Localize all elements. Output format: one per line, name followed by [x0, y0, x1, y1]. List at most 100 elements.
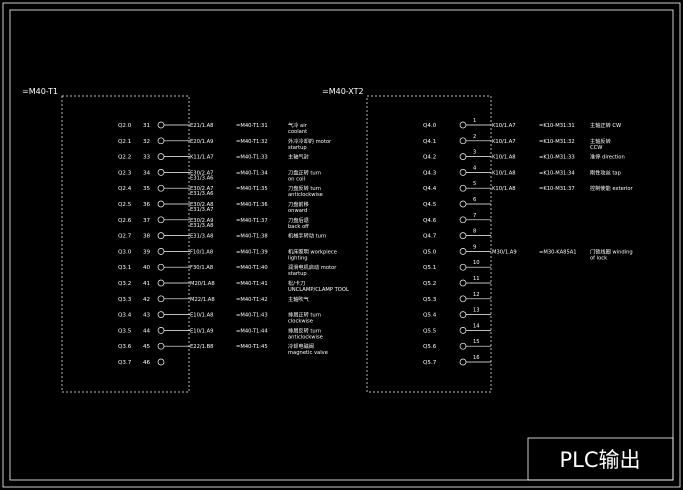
terminal-pin: 3: [473, 150, 476, 156]
terminal-tag: =M40-T1:38: [236, 234, 268, 240]
terminal-circle: [459, 216, 467, 224]
function-description: onward: [288, 208, 307, 214]
cross-reference: F10/1.A8: [190, 249, 213, 255]
cross-reference: E31/3.A8: [190, 234, 213, 240]
terminal-circle: [459, 200, 467, 208]
terminal-pin: 11: [473, 276, 480, 282]
terminal-tag: =K10-M31:32: [539, 139, 575, 145]
output-address: Q3.3: [118, 297, 132, 303]
terminal-pin: 39: [143, 249, 151, 255]
output-address: Q5.5: [423, 328, 437, 334]
right-module-title: =M40-XT2: [322, 87, 364, 96]
cross-reference: K10/1.A8: [492, 186, 516, 192]
function-description: 主轴吹气: [288, 295, 309, 303]
terminal-circle: [459, 121, 467, 129]
output-address: Q2.1: [118, 139, 132, 145]
cross-reference: K10/1.A8: [492, 155, 516, 161]
output-address: Q5.2: [423, 281, 436, 287]
terminal-pin: 31: [143, 123, 151, 129]
terminal-circle: [459, 248, 467, 255]
output-address: Q3.0: [118, 249, 132, 255]
terminal-circle: [459, 232, 467, 239]
output-address: Q3.6: [118, 344, 132, 350]
terminal-circle: [459, 295, 467, 303]
terminal-circle: [459, 184, 467, 192]
cross-reference: F30/1.A8: [190, 265, 213, 271]
terminal-tag: =M40-T1:33: [236, 155, 268, 161]
terminal-tag: =M40-T1:35: [236, 186, 268, 192]
terminal-tag: =M40-T1:32: [236, 139, 268, 145]
cross-reference: E30/2.A7: [190, 186, 213, 192]
cross-reference: E21/1.A8: [190, 123, 213, 129]
function-description: magnetic valve: [288, 350, 328, 356]
terminal-tag: =M40-T1:36: [236, 202, 268, 208]
output-address: Q2.2: [118, 155, 131, 161]
terminal-tag: =K10-M31:37: [539, 186, 575, 192]
terminal-tag: =K10-M31:34: [539, 170, 575, 176]
function-description: 刀盘反转 turn: [288, 184, 321, 192]
cross-reference: K10/1.A8: [492, 170, 516, 176]
right-output-row: Q5.514: [423, 323, 491, 334]
terminal-circle: [157, 169, 165, 176]
output-address: Q4.4: [423, 186, 437, 192]
terminal-pin: 32: [143, 139, 150, 145]
output-address: Q4.1: [423, 139, 437, 145]
output-address: Q3.4: [118, 313, 132, 319]
function-description: 松/卡刀: [288, 279, 305, 287]
output-address: Q3.5: [118, 328, 132, 334]
terminal-circle: [157, 295, 165, 303]
function-description: back off: [288, 224, 309, 230]
function-description: clockwise: [288, 319, 313, 325]
right-output-row: Q5.615: [423, 339, 491, 350]
function-description: on coil: [288, 176, 305, 182]
terminal-circle: [459, 153, 467, 160]
right-output-row: Q5.413: [423, 308, 491, 319]
function-description: 门锁线圈 winding: [590, 247, 633, 255]
function-description: anticlockwise: [288, 334, 323, 340]
output-address: Q2.5: [118, 202, 132, 208]
title-block: [527, 437, 674, 481]
cross-reference: E10/1.A8: [190, 313, 213, 319]
terminal-tag: =K10-M31:33: [539, 155, 575, 161]
terminal-pin: 33: [143, 155, 151, 161]
output-address: Q2.6: [118, 218, 132, 224]
terminal-tag: =M40-T1:45: [236, 344, 268, 350]
terminal-tag: =M40-T1:42: [236, 297, 268, 303]
terminal-pin: 16: [473, 355, 480, 361]
terminal-pin: 6: [473, 197, 476, 203]
output-address: Q2.3: [118, 170, 132, 176]
left-module-title: =M40-T1: [22, 87, 58, 96]
function-description: 主轴反转: [590, 137, 611, 145]
terminal-circle: [459, 358, 467, 366]
terminal-pin: 4: [473, 165, 477, 171]
output-address: Q4.7: [423, 234, 437, 240]
terminal-pin: 12: [473, 292, 480, 298]
output-address: Q4.6: [423, 218, 437, 224]
terminal-circle: [157, 200, 165, 208]
terminal-circle: [157, 358, 165, 366]
cross-reference: M20/1.A8: [190, 281, 215, 287]
output-address: Q3.2: [118, 281, 131, 287]
output-address: Q4.3: [423, 170, 437, 176]
function-description: CCW: [590, 145, 602, 151]
terminal-circle: [459, 327, 467, 334]
terminal-pin: 15: [473, 339, 480, 345]
terminal-pin: 35: [143, 186, 151, 192]
function-description: 主轴正转 CW: [590, 121, 621, 129]
terminal-tag: =M30-KA85A1: [539, 249, 577, 255]
function-description: UNCLAMP/CLAMP TOOL: [288, 287, 349, 293]
